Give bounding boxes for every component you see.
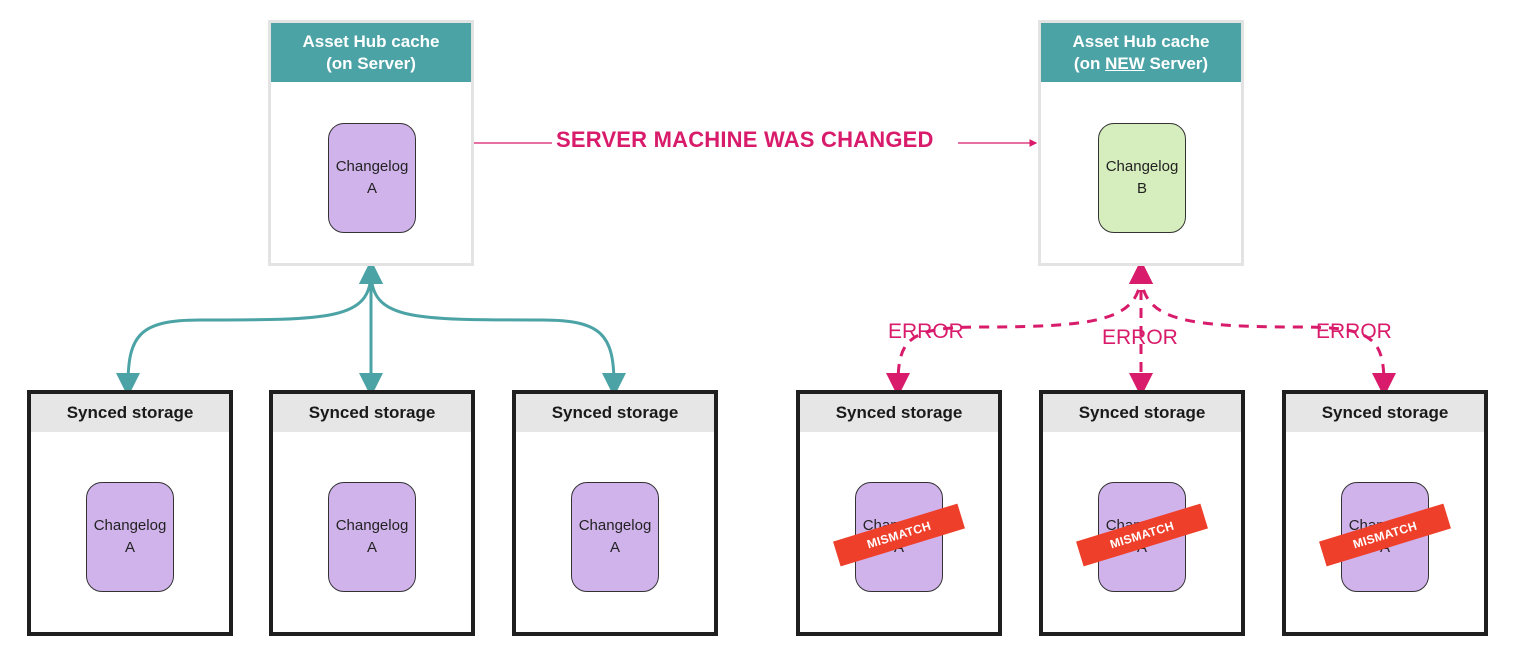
changelog-label: Changelog — [335, 517, 409, 534]
changelog-card: Changelog A — [571, 482, 659, 592]
server-changed-banner: SERVER MACHINE WAS CHANGED — [556, 127, 934, 152]
synced-storage: Synced storage Changelog A — [27, 390, 233, 636]
server-header: Asset Hub cache (on NEW Server) — [1041, 23, 1241, 82]
asset-hub-cache-new-server: Asset Hub cache (on NEW Server) Changelo… — [1038, 20, 1244, 266]
sync-arrow-left — [116, 260, 383, 397]
new-emphasis: NEW — [1105, 53, 1145, 73]
synced-storage: Synced storage Changelog A MISMATCH — [1282, 390, 1488, 636]
server-title-line1: Asset Hub cache — [302, 31, 440, 51]
error-label: ERROR — [888, 320, 964, 343]
error-label: ERROR — [1102, 326, 1178, 349]
storage-title: Synced storage — [1043, 394, 1241, 432]
error-label: ERROR — [1316, 320, 1392, 343]
storage-title: Synced storage — [516, 394, 714, 432]
changelog-card: Changelog A — [328, 482, 416, 592]
synced-storage: Synced storage Changelog A — [512, 390, 718, 636]
storage-title: Synced storage — [1286, 394, 1484, 432]
changelog-id: A — [124, 539, 135, 556]
synced-storage: Synced storage Changelog A MISMATCH — [1039, 390, 1245, 636]
error-arrows — [886, 260, 1396, 397]
server-title-line2: (on NEW Server) — [1041, 53, 1241, 75]
changelog-id: A — [366, 180, 377, 197]
error-arrow-right — [1129, 260, 1396, 397]
title-prefix: (on — [1073, 53, 1106, 73]
server-header: Asset Hub cache (on Server) — [271, 23, 471, 82]
storage-title: Synced storage — [31, 394, 229, 432]
changelog-card: Changelog B — [1098, 123, 1186, 233]
synced-storage: Synced storage Changelog A MISMATCH — [796, 390, 1002, 636]
storage-title: Synced storage — [273, 394, 471, 432]
sync-arrow-right — [359, 260, 626, 397]
changelog-label: Changelog — [1105, 158, 1179, 175]
synced-storage: Synced storage Changelog A — [269, 390, 475, 636]
title-suffix: Server) — [1144, 53, 1209, 73]
error-arrow-left — [886, 260, 1153, 397]
storage-title: Synced storage — [800, 394, 998, 432]
changelog-id: A — [366, 539, 377, 556]
changelog-id: B — [1136, 180, 1147, 197]
sync-arrows — [116, 260, 626, 397]
changelog-label: Changelog — [335, 158, 409, 175]
changelog-label: Changelog — [93, 517, 167, 534]
asset-hub-cache-server: Asset Hub cache (on Server) Changelog A — [268, 20, 474, 266]
changelog-id: A — [609, 539, 620, 556]
server-title-line1: Asset Hub cache — [1072, 31, 1210, 51]
changelog-label: Changelog — [578, 517, 652, 534]
changelog-card: Changelog A — [328, 123, 416, 233]
server-title-line2: (on Server) — [326, 53, 416, 73]
changelog-card: Changelog A — [86, 482, 174, 592]
